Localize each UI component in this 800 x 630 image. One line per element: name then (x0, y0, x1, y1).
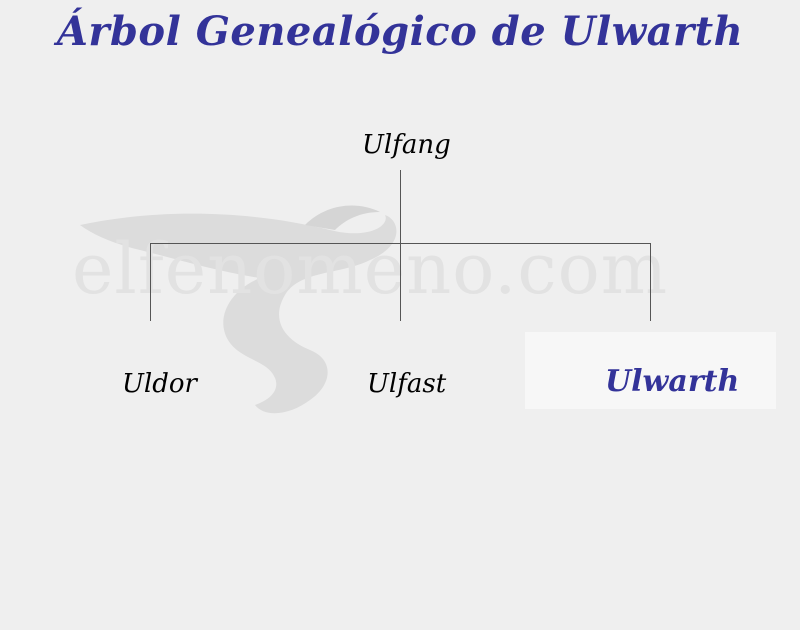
tree-node-child: Ulfast (367, 369, 447, 399)
tree-node-child: Uldor (122, 369, 197, 399)
highlighted-node-box (525, 332, 776, 409)
tree-node-root: Ulfang (362, 130, 451, 160)
page-title: Árbol Genealógico de Ulwarth (56, 8, 744, 55)
tree-node-highlighted: Ulwarth (605, 364, 740, 399)
